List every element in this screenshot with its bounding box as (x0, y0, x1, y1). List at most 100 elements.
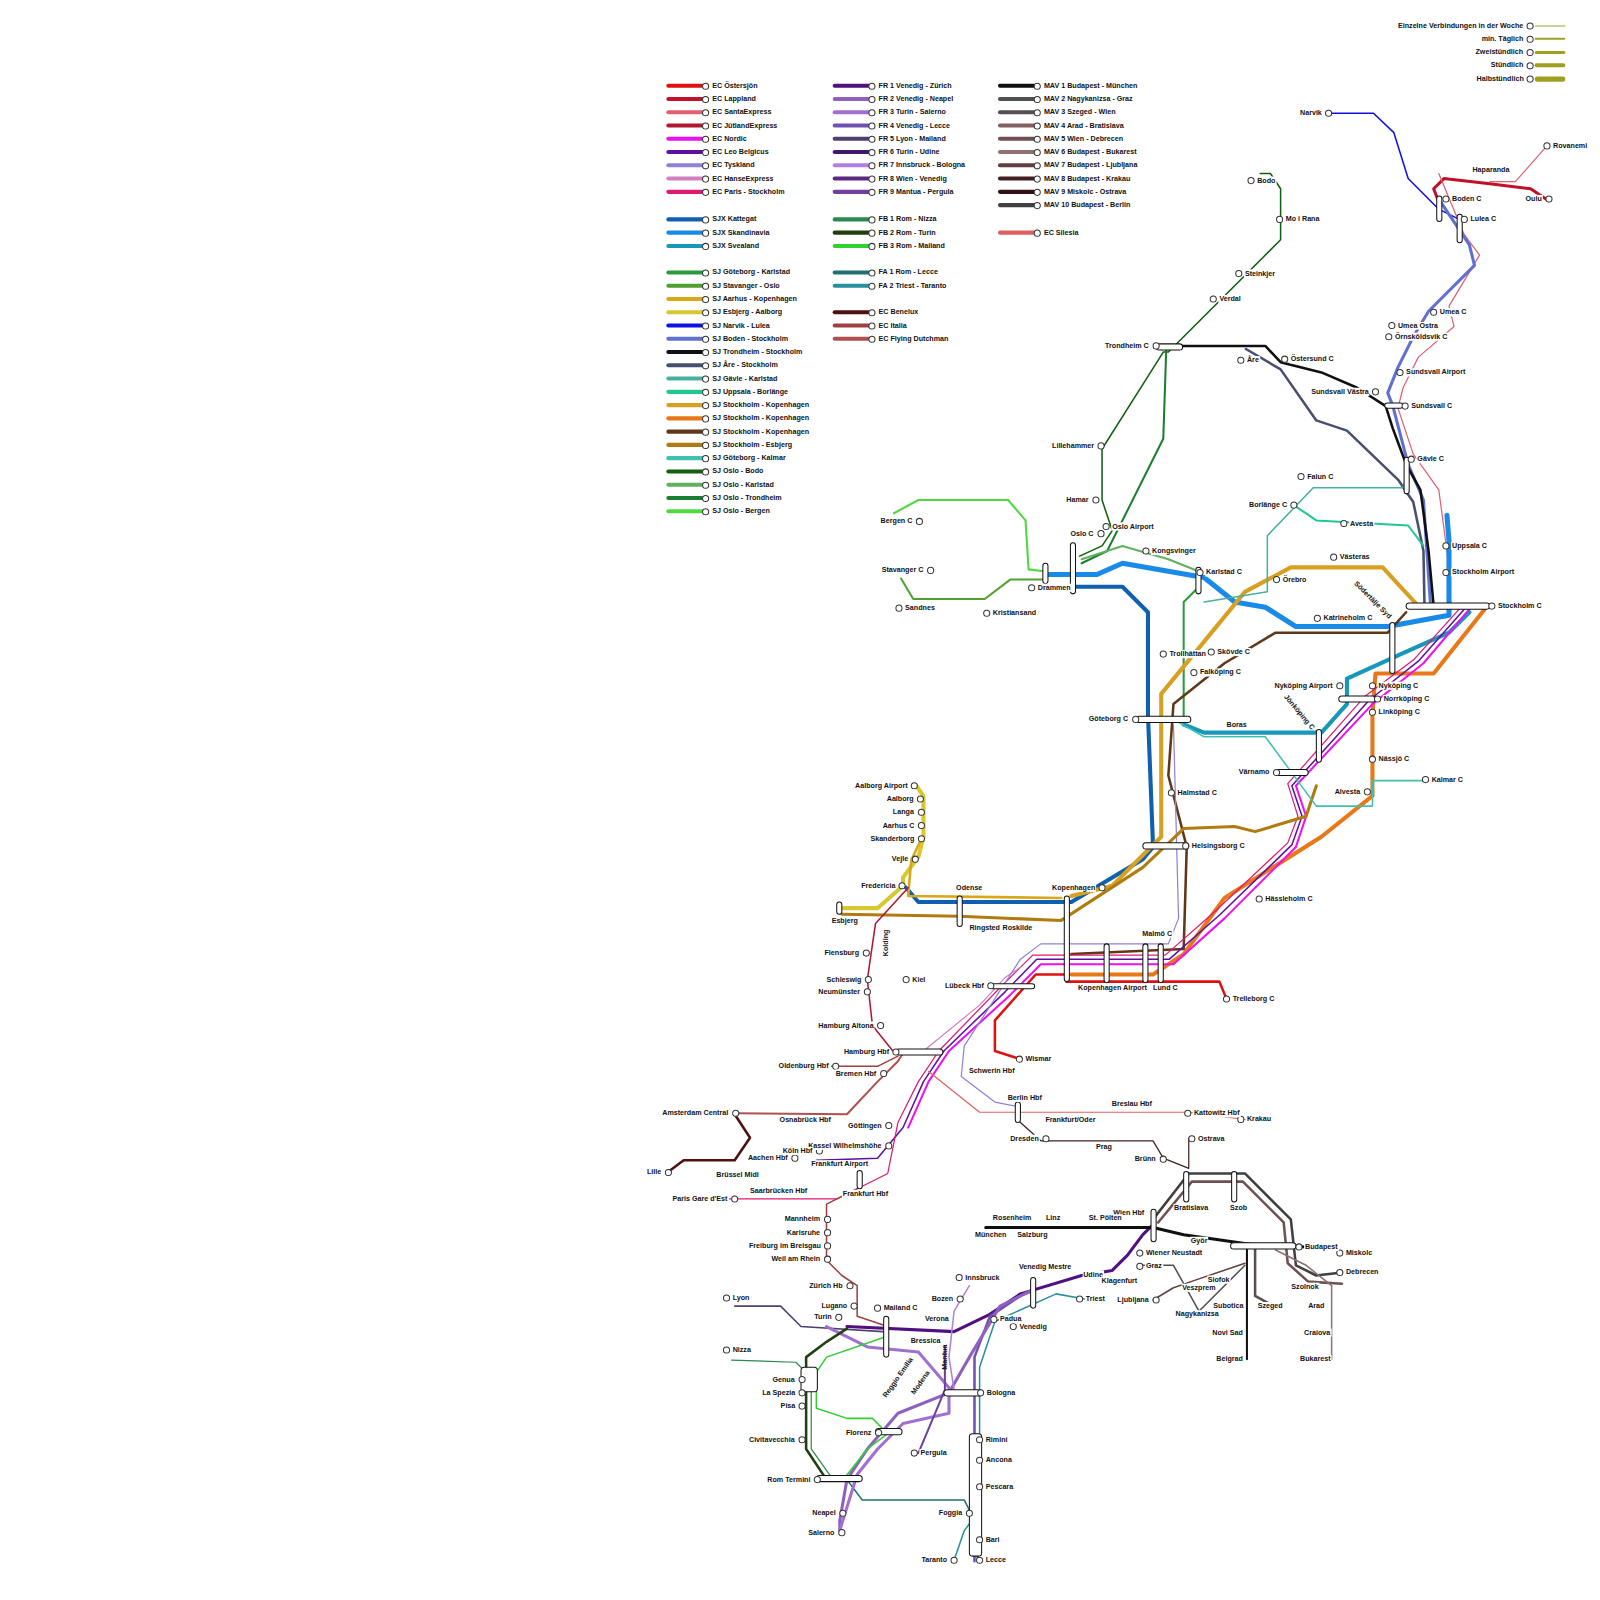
legend-dot (702, 375, 709, 382)
legend-text: SJ Göteborg - Kalmar (711, 454, 786, 462)
legend-text: MAV 10 Budapest - Berlin (1043, 201, 1131, 209)
station-label: Salerno (807, 1529, 835, 1537)
legend-dot (868, 135, 875, 142)
station-label: Subotica (1212, 1302, 1244, 1310)
station-dot (1314, 615, 1320, 621)
legend-text: FR 5 Lyon - Mailand (878, 135, 947, 143)
station-dot (723, 1295, 729, 1301)
legend-dot (1527, 75, 1534, 82)
station-dot (1443, 569, 1449, 575)
station-dot (918, 822, 924, 828)
station-label: Civitavecchia (748, 1436, 796, 1444)
legend-swatch (998, 203, 1036, 207)
legend-text: EC HanseExpress (711, 174, 774, 182)
legend-dot (1034, 188, 1041, 195)
station-dot (928, 567, 934, 573)
legend-dot (868, 335, 875, 342)
station-label: Malmö C (1141, 930, 1173, 938)
legend-text: FR 7 Innsbruck - Bologna (878, 161, 967, 169)
station-label: Oulu (1524, 195, 1542, 203)
station-dot (1277, 216, 1283, 222)
station-label: Norrköping C (1383, 695, 1431, 703)
legend-swatch (666, 363, 704, 367)
legend-text: Halbstündlich (1476, 74, 1525, 82)
station-label: Venedig (1018, 1322, 1047, 1330)
legend-swatch (666, 443, 704, 447)
legend-text: EC Nordic (711, 135, 748, 143)
legend-swatch (998, 97, 1036, 101)
legend-text: MAV 5 Wien - Debrecen (1043, 135, 1124, 143)
station-dot (1369, 756, 1375, 762)
legend-dot (702, 508, 709, 515)
legend-swatch (998, 137, 1036, 141)
station-dot (1372, 389, 1378, 395)
legend-text: EC SantaExpress (711, 108, 772, 116)
station-dot (893, 1049, 899, 1055)
station-dot (1397, 369, 1403, 375)
station-label: Lübeck Hbf (944, 982, 985, 990)
legend-dot (702, 95, 709, 102)
station-label: Kassel Wilhelmshöhe (807, 1142, 882, 1150)
legend-dot (702, 122, 709, 129)
station-label: Bressica (910, 1337, 942, 1345)
legend-dot (868, 188, 875, 195)
station-label: Lund C (1152, 984, 1179, 992)
station-label: Florenz (845, 1429, 872, 1437)
legend-dot (702, 309, 709, 316)
legend-dot (1034, 122, 1041, 129)
station-dot (1422, 777, 1428, 783)
station-label: Bergen C (880, 517, 914, 525)
station-label: Miskolc (1345, 1249, 1373, 1257)
legend-text: MAV 4 Arad - Bratislava (1043, 121, 1125, 129)
legend-dot (702, 282, 709, 289)
station-label: Aalborg Airport (854, 782, 909, 790)
legend-dot (1034, 95, 1041, 102)
legend-swatch (833, 163, 871, 167)
station-dot (1189, 1136, 1195, 1142)
station-label: Pescara (985, 1483, 1014, 1491)
station-dot (1326, 110, 1332, 116)
legend-dot (702, 242, 709, 249)
station-label: Göteborg C (1088, 715, 1129, 723)
station-dot (851, 1303, 857, 1309)
legend-swatch (998, 177, 1036, 181)
station-dot (988, 983, 994, 989)
legend-dot (702, 402, 709, 409)
station-label: Verdal (1218, 295, 1241, 303)
legend-dot (702, 481, 709, 488)
station-dot (874, 1305, 880, 1311)
station-label: Kopenhagen Airport (1077, 984, 1148, 992)
legend-text: EC Tyskland (711, 161, 755, 169)
legend-dot (868, 282, 875, 289)
station-dot (1210, 296, 1216, 302)
station-dot (1191, 669, 1197, 675)
station-label: Umea Östra (1397, 321, 1439, 329)
legend-dot (868, 82, 875, 89)
legend-text: SJ Stockholm - Esbjerg (711, 441, 793, 449)
legend-dot (702, 494, 709, 501)
legend-text: FR 1 Venedig - Zürich (878, 82, 953, 90)
station-label: Györ (1190, 1237, 1209, 1245)
station-label: Sundsvall C (1410, 402, 1453, 410)
station-label: Modena (909, 1368, 932, 1396)
station-label: Helsingsborg C (1191, 842, 1246, 850)
legend-swatch (833, 177, 871, 181)
station-dot (1296, 1244, 1302, 1250)
station-dot (824, 1216, 830, 1222)
station-label: Stockholm Airport (1451, 568, 1515, 576)
legend-swatch (833, 84, 871, 88)
legend-text: SJ Boden - Stockholm (711, 335, 789, 343)
station-dot (1364, 789, 1370, 795)
legend-dot (702, 428, 709, 435)
station-dot (665, 1169, 671, 1175)
station-dot (1291, 502, 1297, 508)
station-dot (966, 1510, 972, 1516)
station-label: Verona (924, 1315, 950, 1323)
station-label: Novi Sad (1211, 1329, 1244, 1337)
station-label: Taranto (920, 1556, 948, 1564)
station-label: Breslau Hbf (1111, 1100, 1153, 1108)
station-label: Västeras (1339, 553, 1371, 561)
legend-swatch (998, 231, 1036, 235)
legend-swatch (666, 137, 704, 141)
legend-text: EC Benelux (878, 308, 920, 316)
